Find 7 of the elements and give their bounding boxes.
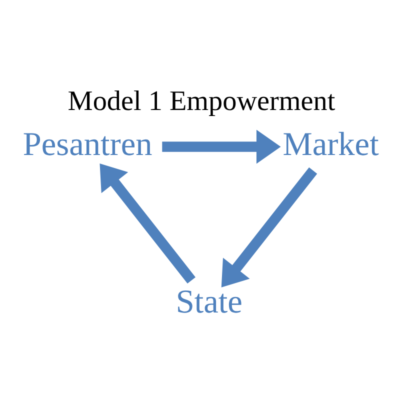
node-text: Pesantren <box>22 126 152 163</box>
diagram-title: Model 1 Empowerment <box>68 86 336 117</box>
node-text: State <box>176 283 242 320</box>
arrow <box>221 167 318 288</box>
node-text: Market <box>282 126 379 163</box>
arrow <box>100 164 196 284</box>
arrow <box>162 130 281 164</box>
